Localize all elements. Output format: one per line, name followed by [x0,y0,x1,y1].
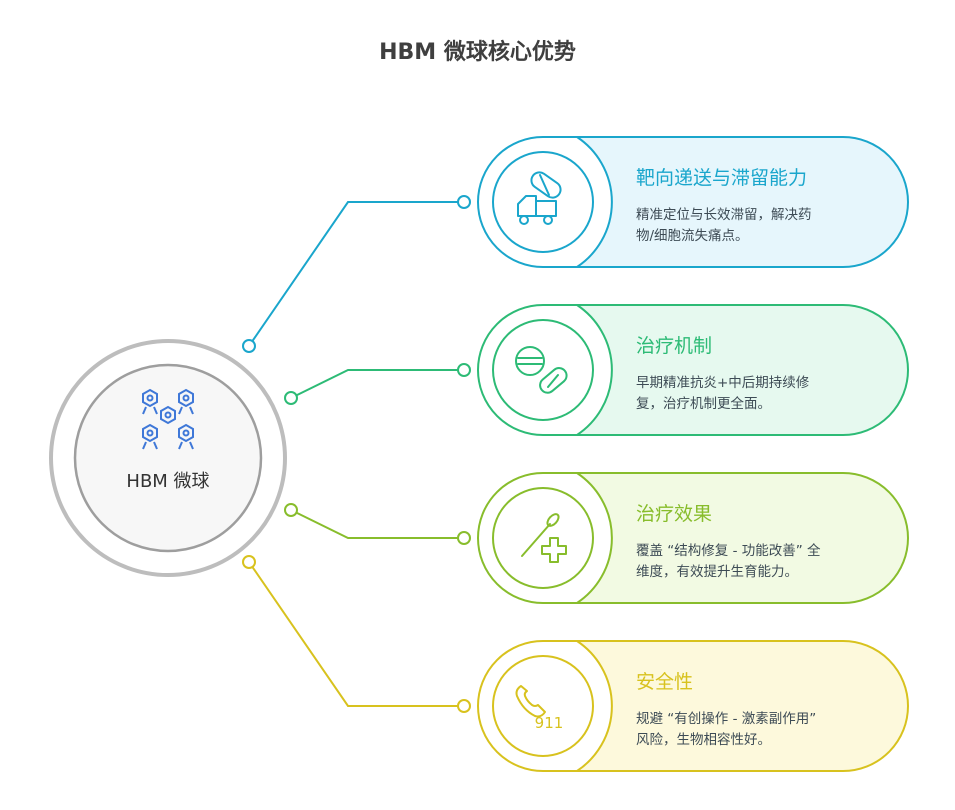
card-title-3: 治疗效果 [636,503,712,525]
card-desc-line: 维度，有效提升生育能力。 [636,564,798,580]
connector-1 [242,195,471,353]
card-desc-line: 早期精准抗炎+中后期持续修 [636,375,810,391]
card-desc-line: 物/细胞流失痛点。 [636,227,749,244]
card-desc-line: 覆盖 “结构修复 - 功能改善” 全 [636,542,821,559]
card-desc-line: 风险，生物相容性好。 [636,731,771,748]
delivery-truck-capsule-icon [517,171,562,225]
connector-2 [284,363,471,405]
card-title-4: 安全性 [636,671,693,693]
card-title-1: 靶向递送与滞留能力 [636,167,807,189]
card-title-2: 治疗机制 [636,335,712,357]
card-desc-line: 精准定位与长效滞留，解决药 [636,207,812,223]
connector-3 [284,503,471,545]
diagram-title: HBM 微球核心优势 [379,40,576,65]
swab-medical-cross-icon [521,513,567,563]
icon-911-text: 911 [535,714,564,732]
card-desc-line: 复，治疗机制更全面。 [636,395,771,412]
pills-icon [515,346,568,394]
emergency-phone-911-icon [515,685,546,718]
molecule-cluster-icon [142,388,194,450]
card-desc-line: 规避 “有创操作 - 激素副作用” [636,711,816,727]
hub-node: HBM 微球 [49,339,287,577]
hub-label: HBM 微球 [126,471,209,492]
connector-4 [242,555,471,713]
